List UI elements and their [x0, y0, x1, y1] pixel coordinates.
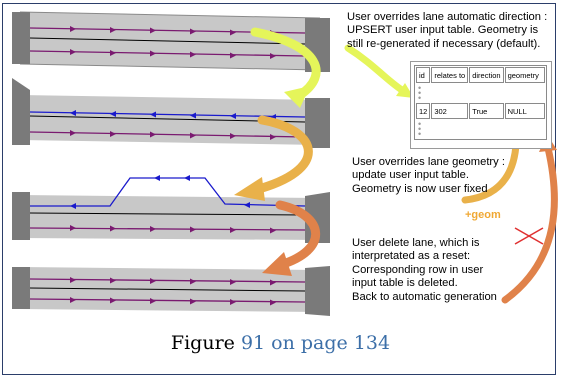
lane-line — [29, 278, 306, 283]
arrow-step-1 — [250, 27, 321, 108]
geom-label: +geom — [465, 209, 501, 221]
table-cell: 12 — [416, 103, 431, 119]
lane-line — [29, 50, 306, 57]
note-line: UPSERT user input table. Geometry is — [347, 24, 539, 37]
lane-line — [29, 131, 306, 138]
note-delete-lane: User delete lane, which is interpretated… — [352, 237, 497, 304]
column-header: relates to — [431, 67, 469, 83]
end-block-left — [12, 78, 30, 145]
table-cell: 302 — [431, 103, 469, 119]
ellipsis-icon: ••• — [418, 82, 422, 103]
table-header-row: id relates to direction geometry — [416, 67, 545, 83]
column-header: id — [416, 67, 431, 83]
note-line: User overrides lane geometry : — [352, 156, 505, 168]
arrow-step-3 — [262, 200, 321, 276]
ellipsis-icon: ••• — [418, 118, 422, 139]
table-ellipsis-row: ••• — [416, 118, 545, 139]
lane-line-user-geometry — [30, 177, 306, 207]
end-block-right — [305, 98, 330, 148]
note-override-geometry: User overrides lane geometry : update us… — [352, 156, 505, 196]
lane-line — [29, 227, 306, 231]
note-line: User delete lane, which is — [352, 237, 480, 249]
user-input-table: id relates to direction geometry ••• 12 … — [414, 65, 547, 140]
delete-cross-icon — [514, 227, 544, 245]
note-line: Corresponding row in user — [352, 263, 484, 276]
note-line: Back to automatic generation — [352, 290, 497, 303]
end-block-left — [12, 267, 30, 309]
table-row: 12 302 True NULL — [416, 103, 545, 119]
end-block-left — [12, 192, 30, 240]
road-segment-2 — [12, 78, 330, 148]
end-block-left — [12, 12, 30, 64]
note-line: interpretated as a reset: — [352, 250, 471, 263]
road-segment-4 — [12, 266, 330, 316]
table-cell: NULL — [504, 103, 545, 119]
note-override-direction: User overrides lane automatic direction … — [347, 11, 547, 51]
note-line: update user input table. — [352, 169, 469, 182]
caption-prefix: Figure — [170, 332, 241, 354]
note-line: still re-generated if necessary (default… — [347, 37, 541, 50]
road-segment-3 — [12, 175, 330, 243]
caption-reference-link[interactable]: 91 on page 134 — [240, 332, 391, 354]
table-ellipsis-row: ••• — [416, 82, 545, 103]
arrow-direction-to-table — [344, 44, 414, 98]
table-cell: True — [469, 103, 504, 119]
note-line: Geometry is now user fixed — [352, 182, 488, 195]
note-line: User overrides lane automatic direction … — [347, 11, 548, 23]
figure-caption: Figure 91 on page 134 — [0, 332, 561, 354]
note-line: input table is deleted. — [352, 277, 458, 290]
column-header: direction — [469, 67, 504, 83]
arrow-step-2 — [234, 115, 313, 201]
lane-line — [29, 298, 306, 303]
end-block-right — [305, 266, 330, 316]
column-header: geometry — [504, 67, 545, 83]
road-segment-1 — [12, 11, 330, 72]
